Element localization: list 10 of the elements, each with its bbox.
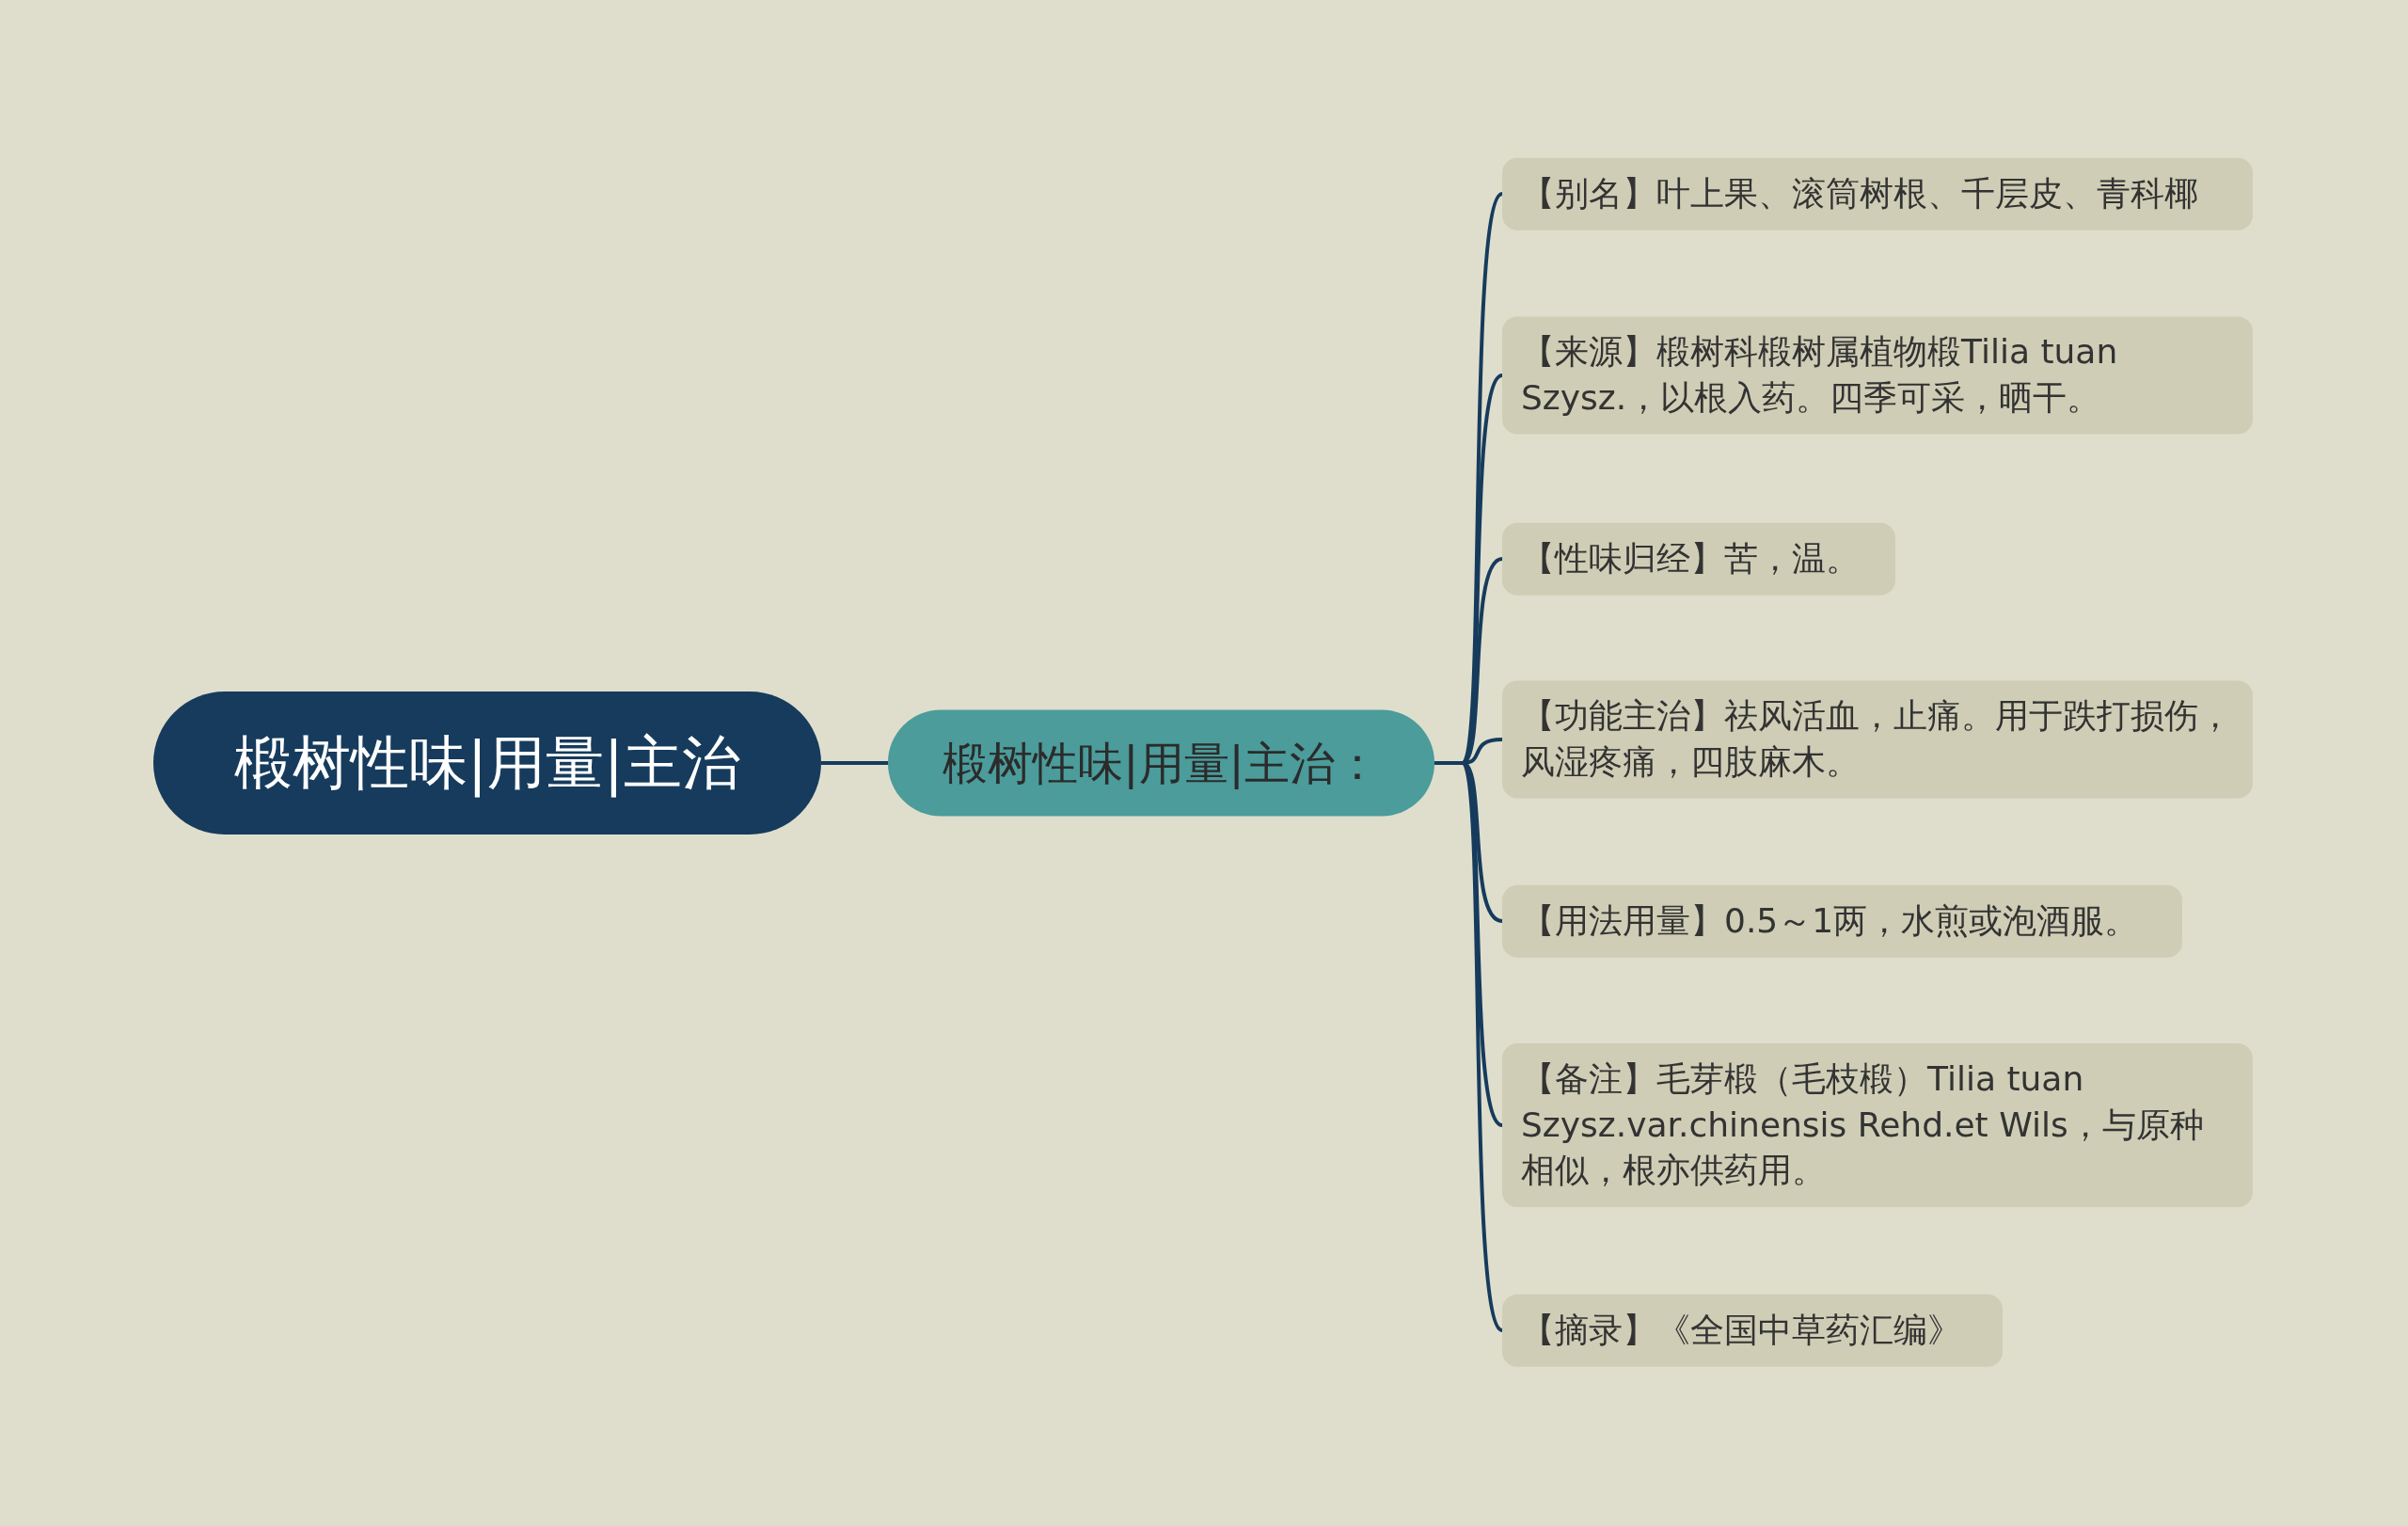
subtopic-box: 【备注】毛芽椴（毛枝椴）Tilia tuan Szysz.var.chinensis Rehd.et Wils，与原种相似，根亦供药用。 (1502, 1043, 2253, 1207)
central-topic: 椴树性味|用量|主治 (153, 691, 821, 835)
subtopic-box: 【来源】椴树科椴树属植物椴Tilia tuan Szysz.，以根入药。四季可采，晒干。 (1502, 316, 2253, 435)
topic-box: 椴树性味|用量|主治： (888, 709, 1434, 817)
subtopic-box: 【摘录】《全国中草药汇编》 (1502, 1294, 2003, 1367)
subtopic-box: 【用法用量】0.5～1两，水煎或泡酒服。 (1502, 884, 2182, 958)
connector-line (821, 761, 888, 765)
subtopic-box: 【性味归经】苦，温。 (1502, 522, 1895, 596)
subtopic-box: 【别名】叶上果、滚筒树根、千层皮、青科椰 (1502, 157, 2253, 230)
subtopic-box: 【功能主治】祛风活血，止痛。用于跌打损伤，风湿疼痛，四肢麻木。 (1502, 680, 2253, 799)
